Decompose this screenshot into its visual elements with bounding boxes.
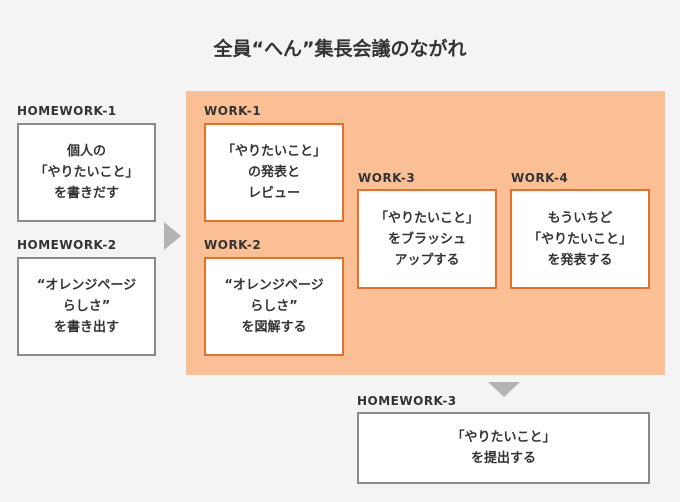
work-4-line: 「やりたいこと」: [527, 231, 632, 247]
work-4-line: を発表する: [547, 252, 613, 268]
work-2-box: “オレンジページ らしさ” を図解する: [204, 257, 344, 356]
work-4-box: もういちど 「やりたいこと」 を発表する: [510, 189, 650, 289]
work-1-box: 「やりたいこと」 の発表と レビュー: [204, 123, 344, 222]
work-3-line: 「やりたいこと」: [374, 210, 479, 226]
work-2-line: を図解する: [241, 320, 307, 335]
work-2-label: WORK-2: [204, 238, 262, 252]
work-4-label: WORK-4: [511, 171, 569, 185]
homework-2-line: “オレンジページ: [36, 278, 137, 293]
homework-1-line: を書きだす: [53, 186, 119, 201]
work-1-label: WORK-1: [204, 104, 262, 118]
work-1-line: の発表と: [247, 165, 300, 180]
homework-1-line: 「やりたいこと」: [34, 165, 139, 180]
arrow-down-icon: [488, 382, 520, 397]
work-3-line: をブラッシュ: [387, 231, 466, 247]
homework-3-box: 「やりたいこと」 を提出する: [357, 412, 650, 484]
homework-3-line: を提出する: [470, 451, 536, 466]
diagram-title: 全員“へん”集長会議のながれ: [213, 38, 467, 60]
arrow-right-icon: [164, 222, 181, 250]
work-3-label: WORK-3: [358, 171, 416, 185]
homework-1-label: HOMEWORK-1: [17, 104, 117, 118]
work-1-line: レビュー: [247, 186, 300, 201]
work-3-line: アップする: [394, 252, 460, 268]
homework-2-label: HOMEWORK-2: [17, 238, 117, 252]
homework-3-label: HOMEWORK-3: [357, 394, 457, 408]
work-3-box: 「やりたいこと」 をブラッシュ アップする: [357, 189, 497, 289]
homework-2-line: を書き出す: [53, 320, 119, 335]
homework-2-box: “オレンジページ らしさ” を書き出す: [17, 257, 156, 356]
homework-3-line: 「やりたいこと」: [451, 430, 556, 445]
homework-1-line: 個人の: [66, 144, 106, 159]
homework-2-line: らしさ”: [62, 299, 111, 314]
homework-1-box: 個人の 「やりたいこと」 を書きだす: [17, 123, 156, 222]
work-1-line: 「やりたいこと」: [221, 144, 326, 159]
work-2-line: らしさ”: [250, 299, 298, 314]
work-4-line: もういちど: [547, 210, 613, 226]
work-2-line: “オレンジページ: [224, 278, 324, 293]
